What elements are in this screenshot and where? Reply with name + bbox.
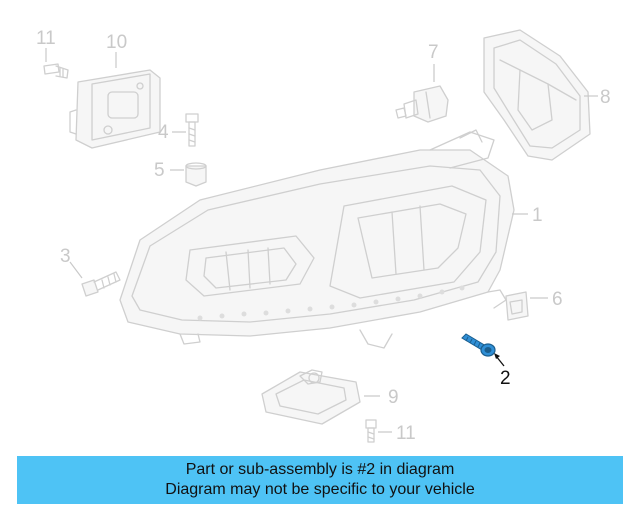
callout-4: 4 <box>158 122 169 143</box>
callout-1: 1 <box>532 205 543 226</box>
led-strip <box>197 285 465 321</box>
part-4-bolt <box>185 113 199 147</box>
banner-line-part: Part or sub-assembly is #2 in diagram <box>185 461 455 478</box>
part-1-headlamp-assembly <box>119 129 515 349</box>
part-3-bolt <box>81 271 121 297</box>
info-banner: Part or sub-assembly is #2 in diagram Di… <box>17 456 623 504</box>
part-10-control-unit <box>69 69 161 149</box>
parts-diagram: 11 10 4 5 7 8 <box>36 28 611 444</box>
part-5-clip-nut <box>185 162 207 187</box>
leader-2-arrow-icon <box>494 353 500 359</box>
leader-3 <box>69 261 83 279</box>
callout-7: 7 <box>428 42 439 63</box>
part-11-bolt-bottom <box>365 419 377 443</box>
part-8-housing-bracket <box>483 29 591 161</box>
callout-9: 9 <box>388 387 399 408</box>
callout-11-bottom: 11 <box>396 423 416 444</box>
part-2-screw-highlighted[interactable] <box>461 333 496 357</box>
part-6-clip <box>505 291 529 321</box>
callout-8: 8 <box>600 87 611 108</box>
callout-11-top: 11 <box>36 28 56 49</box>
part-7-bulb <box>395 85 449 123</box>
part-11-bolt-top <box>43 63 69 79</box>
callout-2: 2 <box>500 368 511 389</box>
callout-10: 10 <box>106 32 127 53</box>
banner-line-disclaimer: Diagram may not be specific to your vehi… <box>165 481 475 498</box>
part-9-led-module <box>261 369 361 425</box>
callout-5: 5 <box>154 160 165 181</box>
callout-3: 3 <box>60 246 71 267</box>
callout-6: 6 <box>552 289 563 310</box>
